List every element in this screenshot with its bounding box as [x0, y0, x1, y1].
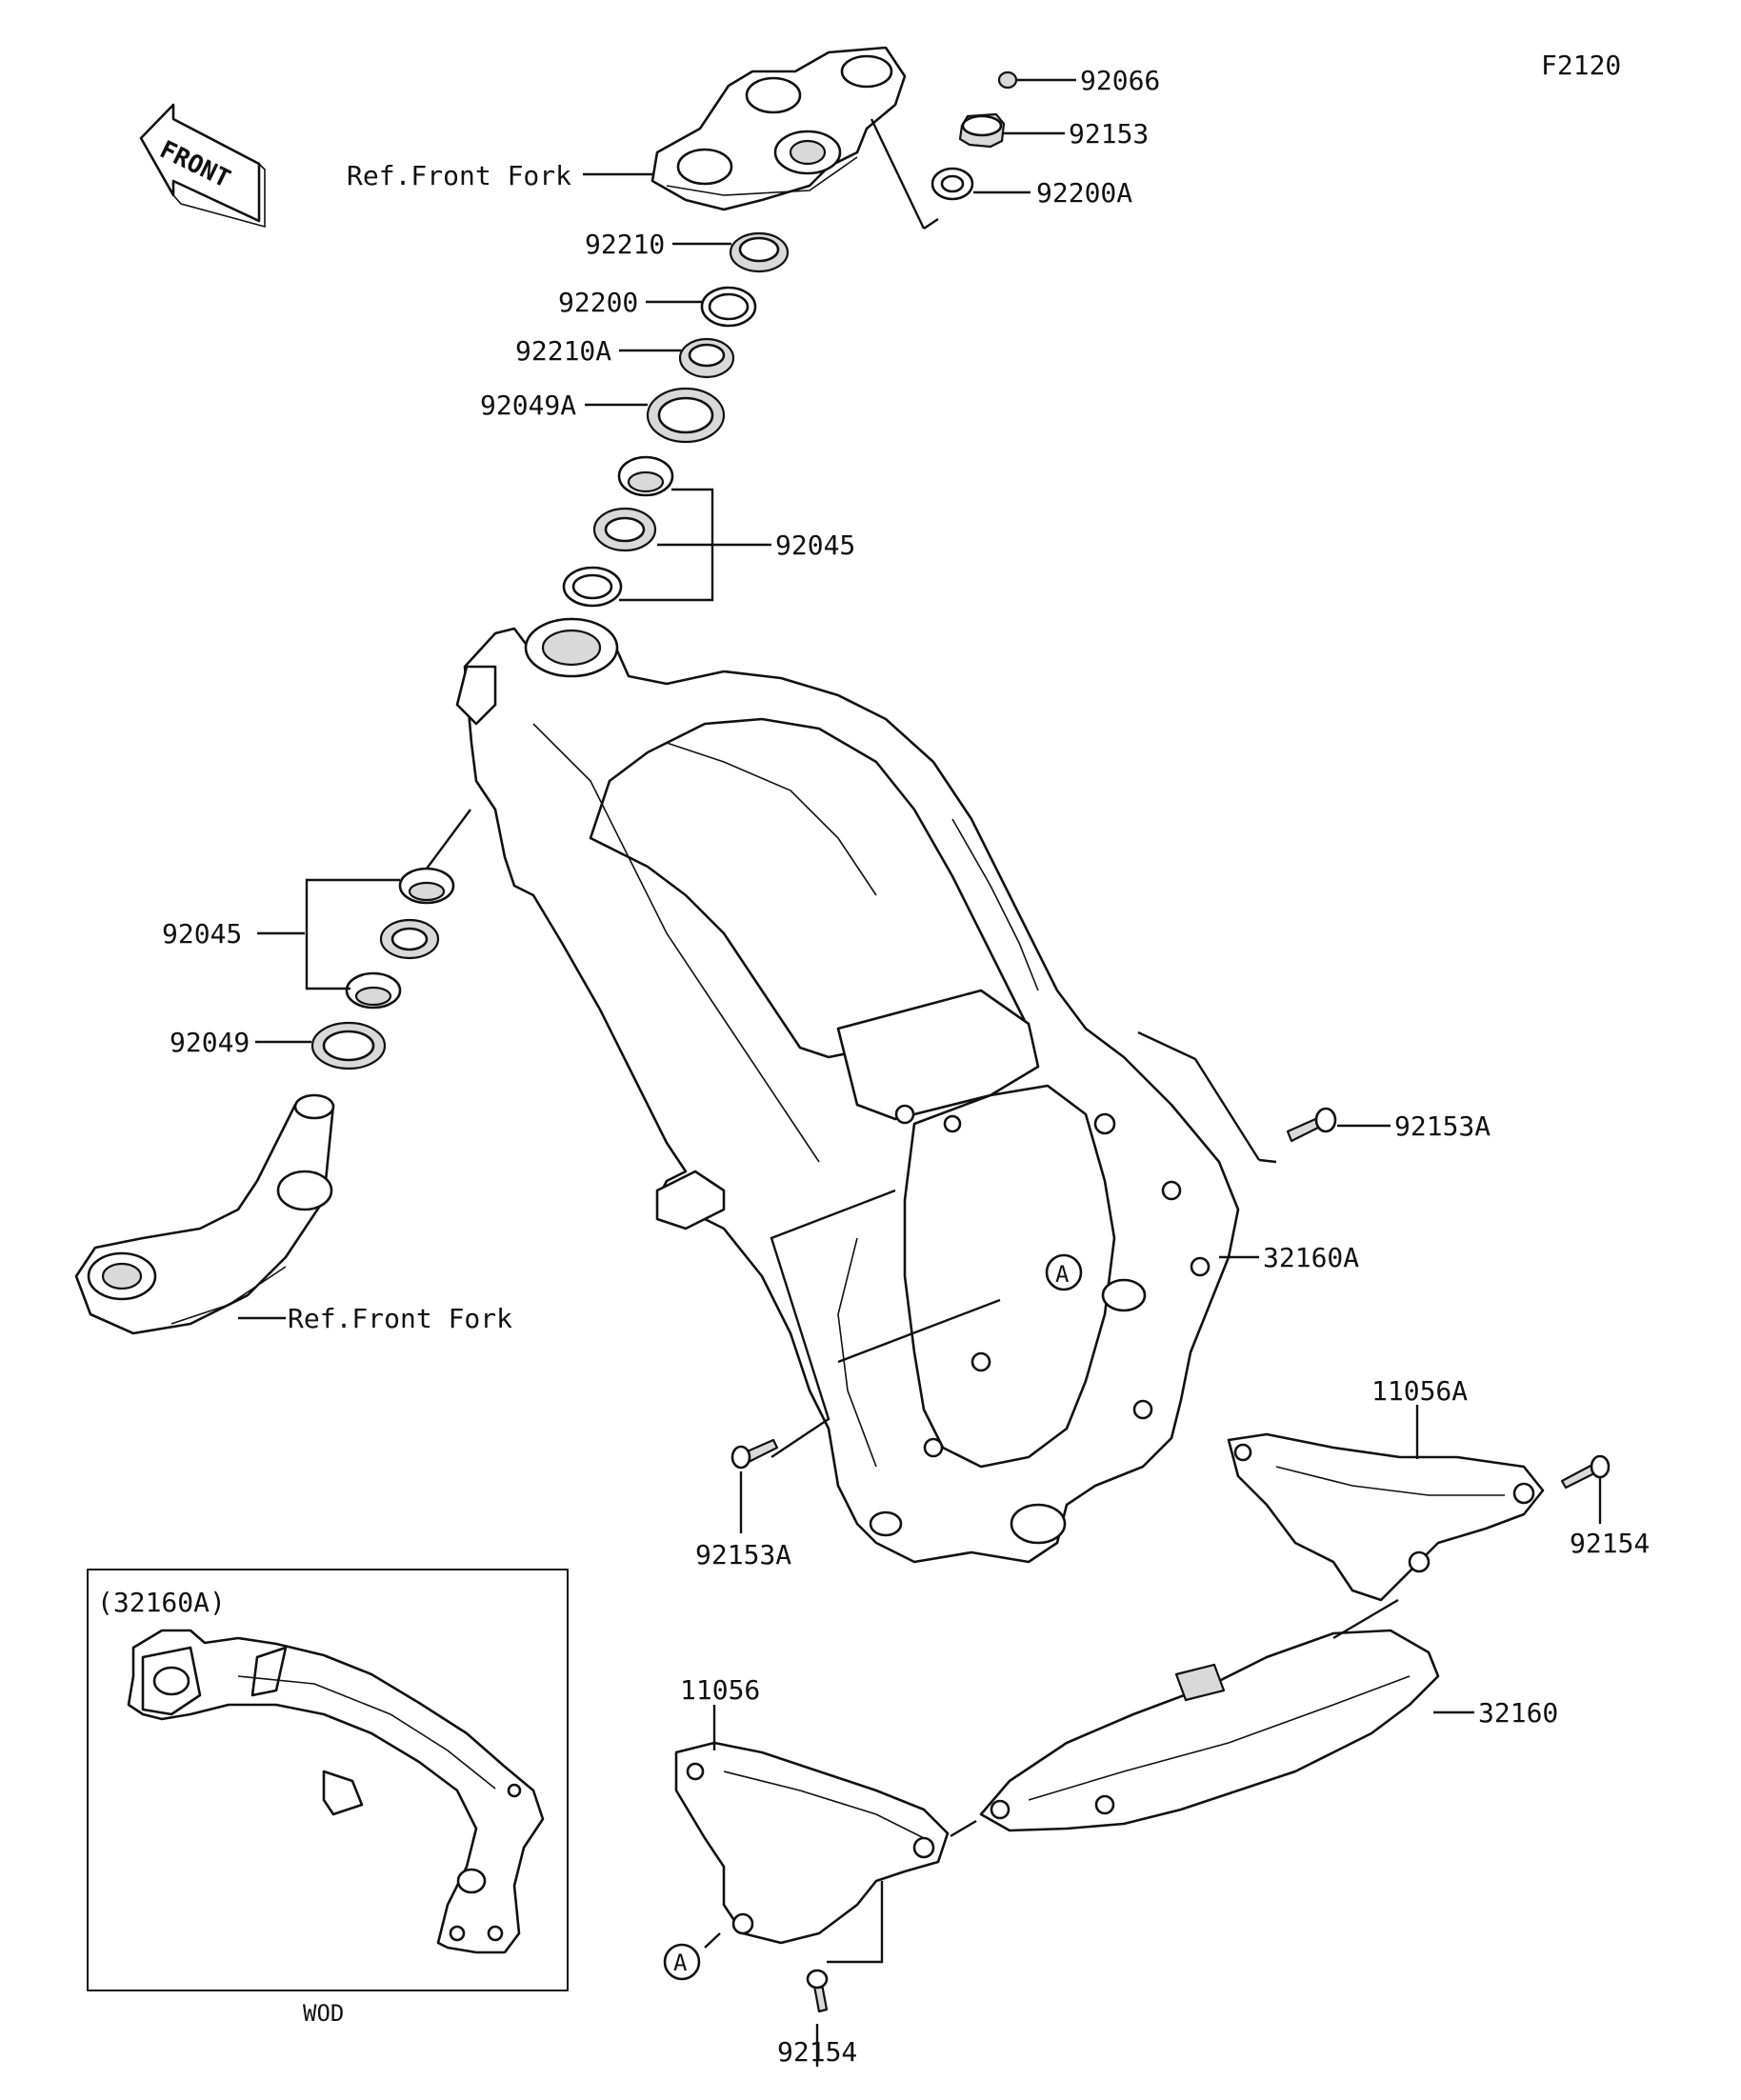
front-arrow-icon: FRONT — [139, 103, 266, 229]
bracket-11056 — [674, 1741, 950, 1945]
nut-92210A — [678, 337, 735, 379]
label-32160A: 32160A — [1263, 1242, 1359, 1273]
label-92153: 92153 — [1069, 118, 1149, 150]
svg-text:A: A — [1055, 1261, 1070, 1288]
bolt-92154-bottom — [806, 1969, 829, 2013]
label-92210A: 92210A — [515, 335, 611, 367]
bolt-92153A-bottom — [730, 1438, 779, 1470]
seal-92049A — [646, 387, 726, 444]
bolt-92154-right — [1560, 1454, 1611, 1490]
label-92049A: 92049A — [480, 390, 576, 421]
inset-caption: WOD — [303, 2000, 344, 2027]
label-92045-upper: 92045 — [775, 530, 855, 561]
label-92066: 92066 — [1080, 65, 1160, 96]
figure-code: F2120 — [1541, 50, 1621, 81]
label-92045-lower: 92045 — [162, 918, 242, 950]
reference-mark-a-lower: A — [663, 1943, 701, 1981]
label-92153A-bottom: 92153A — [695, 1539, 791, 1570]
label-92200: 92200 — [558, 287, 638, 318]
label-92200A: 92200A — [1036, 177, 1132, 209]
label-92154-bottom: 92154 — [777, 2036, 857, 2068]
seal-92049 — [310, 1021, 387, 1070]
label-ref-front-fork-top: Ref.Front Fork — [347, 160, 571, 191]
nut-92210 — [729, 231, 790, 273]
upper-triple-clamp — [650, 46, 907, 211]
reference-mark-a-upper: A — [1045, 1253, 1083, 1291]
label-32160: 32160 — [1478, 1697, 1558, 1729]
washer-92200A — [931, 167, 974, 201]
label-92154-right: 92154 — [1570, 1528, 1650, 1559]
label-11056A: 11056A — [1371, 1375, 1468, 1407]
main-frame — [455, 617, 1240, 1564]
svg-text:A: A — [673, 1950, 688, 1976]
label-11056: 11056 — [680, 1674, 760, 1706]
bracket-11056A — [1227, 1432, 1545, 1602]
inset-32160A: (32160A) WOD — [87, 1569, 569, 2027]
washer-92200 — [700, 286, 757, 328]
label-ref-front-fork-bottom: Ref.Front Fork — [288, 1303, 512, 1334]
bolt-92153A-right — [1286, 1107, 1337, 1143]
inset-title: (32160A) — [97, 1587, 226, 1618]
lower-triple-clamp — [74, 1093, 335, 1335]
part-92153 — [958, 112, 1006, 149]
bearing-92045-lower — [345, 867, 455, 1010]
leader-lines — [238, 78, 1602, 2067]
frame-cover-32160 — [979, 1629, 1440, 1832]
bearing-92045-upper — [562, 455, 674, 608]
label-92049: 92049 — [170, 1027, 250, 1058]
label-92210: 92210 — [585, 229, 665, 260]
part-92066 — [997, 70, 1018, 90]
label-92153A-right: 92153A — [1394, 1110, 1491, 1142]
